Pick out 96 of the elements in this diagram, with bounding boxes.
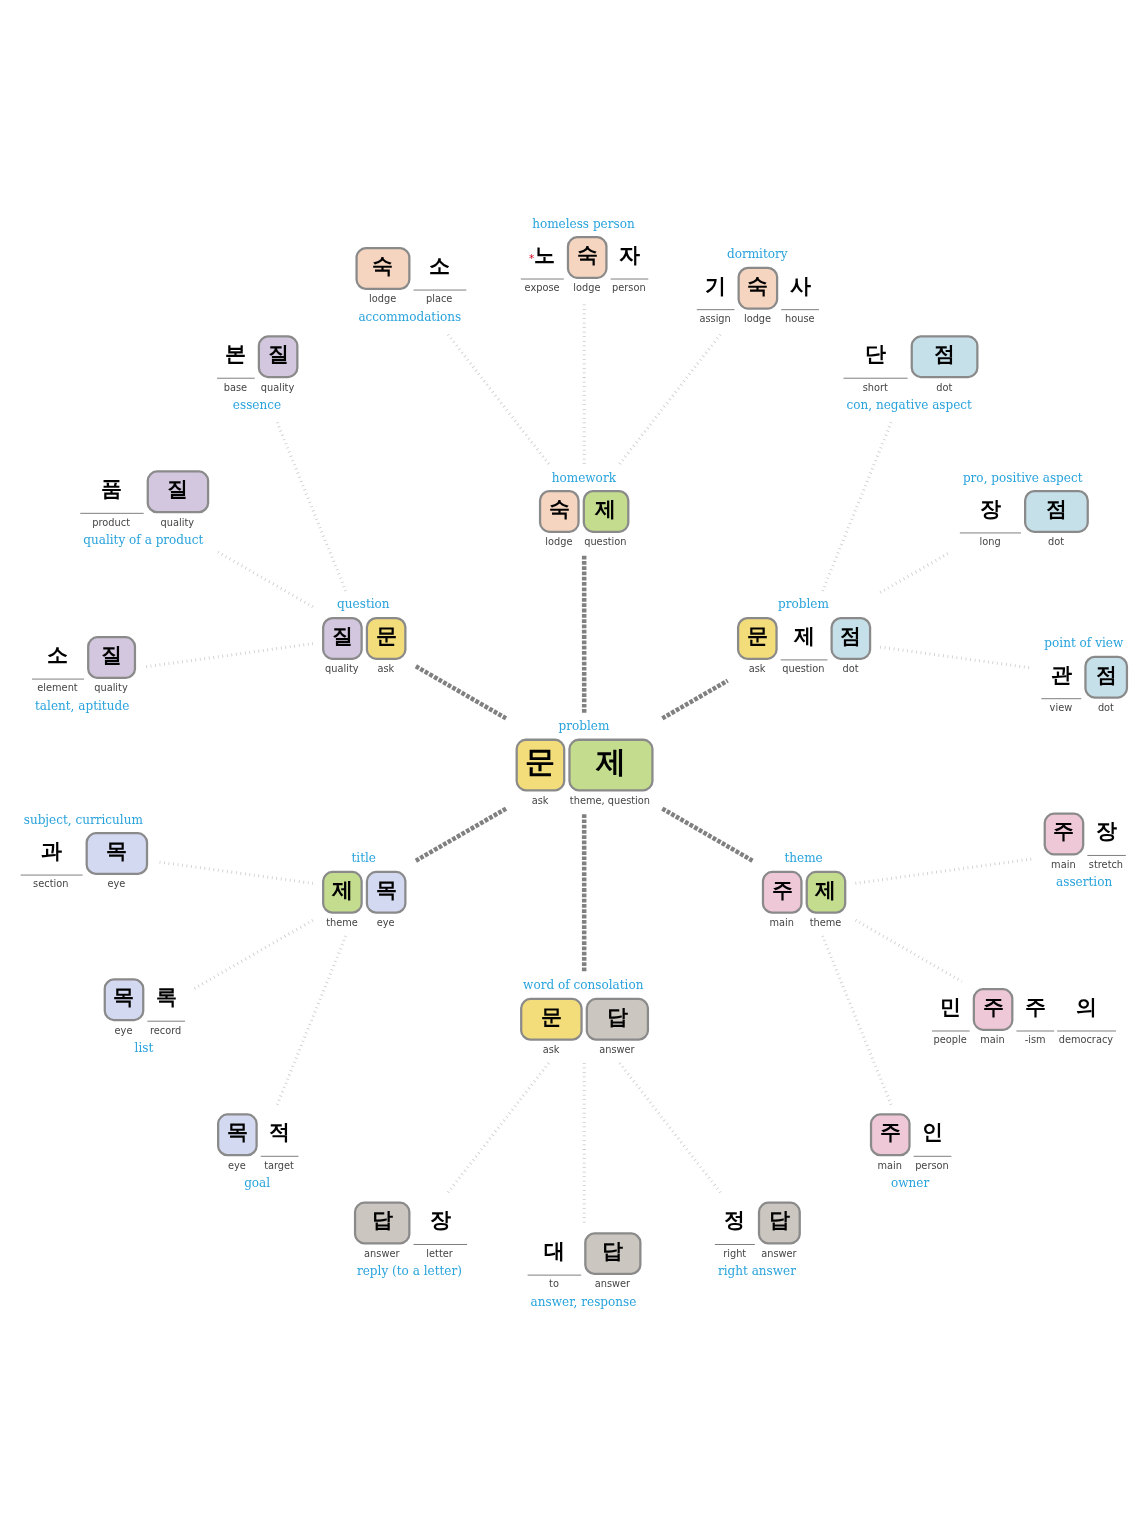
connector [661,806,754,863]
node-label: assign [699,312,731,324]
node-label: problem [778,596,829,611]
connector [193,918,314,990]
node-label: main [877,1159,902,1171]
node-label: dot [1097,701,1114,713]
node-label: question [584,535,627,547]
node-label: word of consolation [523,977,644,992]
node-label: ask [531,794,549,806]
node-label: element [37,681,78,693]
connector [618,1061,724,1196]
node-label: right answer [717,1263,796,1278]
node-label: dormitory [726,246,788,261]
node-label: ask [748,662,766,674]
node-label: answer [594,1277,631,1289]
node-label: homeless person [532,216,635,231]
node-label: lodge [369,292,397,304]
node-label: quality [325,662,359,674]
connector [581,813,587,972]
node-label: democracy [1058,1033,1114,1045]
node-label: quality of a product [83,532,204,547]
node-label: base [223,381,248,393]
node-label: -ism [1024,1033,1046,1045]
connector [274,419,348,591]
node-label: essence [232,397,282,412]
connector [661,678,729,720]
node-label: theme [326,916,358,928]
node-label: lodge [743,312,772,324]
node-label: list [134,1040,154,1055]
node-label: view [1049,701,1073,713]
node-label: con, negative aspect [846,397,972,412]
node-label: target [264,1159,294,1171]
node-label: answer [599,1043,635,1055]
node-label: eye [376,916,395,928]
node-label: problem [558,718,610,733]
connector [854,918,963,983]
node-label: question [782,662,825,674]
node-label: talent, aptitude [35,698,130,713]
node-label: assertion [1056,874,1113,889]
node-label: dot [842,662,859,674]
connector [821,935,894,1107]
connector [414,663,508,720]
node-label: theme [784,850,823,865]
node-label: main [980,1033,1005,1045]
connector [581,554,587,713]
connector [414,806,508,863]
node-label: section [33,877,69,889]
node-label: place [425,292,453,304]
node-label: eye [227,1159,246,1171]
node-label: letter [426,1247,453,1259]
connector [156,859,314,885]
node-label: record [150,1024,182,1036]
node-label: long [979,535,1001,547]
node-label: house [785,312,815,324]
node-label: answer, response [530,1294,637,1309]
node-label: pro, positive aspect [962,470,1083,485]
node-label: people [933,1033,967,1045]
node-label: stretch [1088,858,1124,870]
connector [274,935,348,1107]
connector [821,419,894,591]
node-label: product [92,516,131,528]
node-label: eye [114,1024,133,1036]
node-label: short [862,381,888,393]
node-label: quality [160,516,195,528]
node-label: main [1051,858,1076,870]
node-label: ask [377,662,395,674]
connector [444,1061,550,1196]
node-label: right [723,1247,747,1259]
node-label: quality [260,381,295,393]
node-label: person [915,1159,949,1171]
node-label: owner [891,1175,930,1190]
node-label: to [549,1277,559,1289]
node-label: eye [107,877,126,889]
node-label: reply (to a letter) [356,1263,462,1278]
node-label: dot [936,381,953,393]
node-label: theme [809,916,842,928]
node-label: answer [761,1247,797,1259]
node-label: title [351,850,376,865]
node-label: expose [524,281,560,293]
node-label: ask [542,1043,560,1055]
node-label: dot [1048,535,1065,547]
connector [217,550,314,608]
node-label: subject, curriculum [23,812,143,827]
node-label: main [769,916,794,928]
node-label: question [337,596,390,611]
node-label: point of view [1044,635,1124,650]
node-label: goal [244,1175,271,1190]
node-label: homework [551,470,616,485]
node-label: theme, question [569,794,651,806]
node-label: accommodations [358,309,462,324]
node-label: lodge [573,281,601,293]
node-label: person [612,281,646,293]
node-label: quality [94,681,128,693]
node-label: lodge [545,535,573,547]
connector [145,641,314,668]
node-label: answer [364,1247,400,1259]
